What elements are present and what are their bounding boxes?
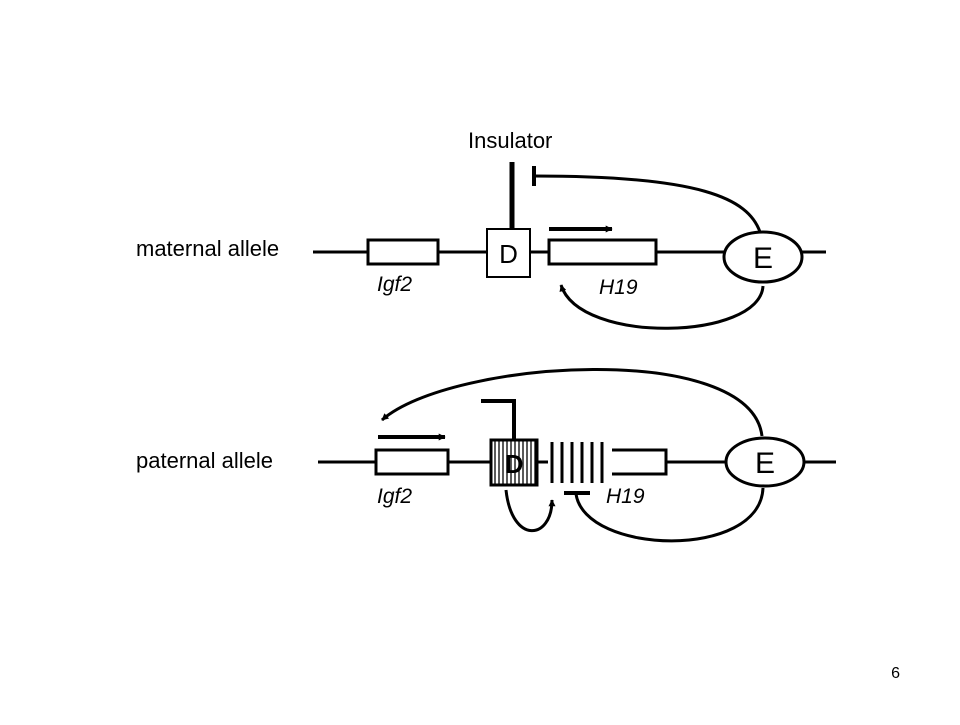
paternal-enhancer-letter: E [755,447,775,480]
maternal-allele-label: maternal allele [136,236,279,261]
maternal-dmr-letter: D [499,239,518,269]
paternal-h19-gene-box [612,448,668,476]
paternal-igf2-label: Igf2 [377,485,412,508]
paternal-dmr-letter: D [505,449,524,479]
maternal-h19-activation-curve [559,284,765,330]
paternal-methylated-dmr-box: D [489,438,539,487]
paternal-igf2-gene-box [374,448,450,476]
maternal-h19-label: H19 [599,276,638,299]
paternal-h19-blocked-curve [574,487,765,543]
paternal-enhancer-oval [724,436,806,488]
paternal-allele-diagram: paternal allele Igf2 [136,368,836,543]
paternal-allele-label: paternal allele [136,448,273,473]
paternal-displaced-insulator [481,399,516,440]
maternal-igf2-gene-box [366,238,440,266]
maternal-allele-diagram: maternal allele Igf2 D Insulator H19 E [136,128,826,330]
maternal-blocked-signal-curve [533,174,762,233]
insulator-label: Insulator [468,128,552,153]
paternal-igf2-activation-curve [381,368,764,437]
page-number: 6 [891,665,900,682]
maternal-enhancer-oval [722,230,804,284]
paternal-h19-label: H19 [606,485,645,508]
paternal-dmr-loop-arrow [504,489,556,533]
maternal-igf2-label: Igf2 [377,273,412,296]
paternal-methylated-promoter-stripes [550,442,604,483]
maternal-enhancer-letter: E [753,242,773,275]
maternal-dmr-box [486,228,531,278]
maternal-h19-gene-box [547,238,658,266]
